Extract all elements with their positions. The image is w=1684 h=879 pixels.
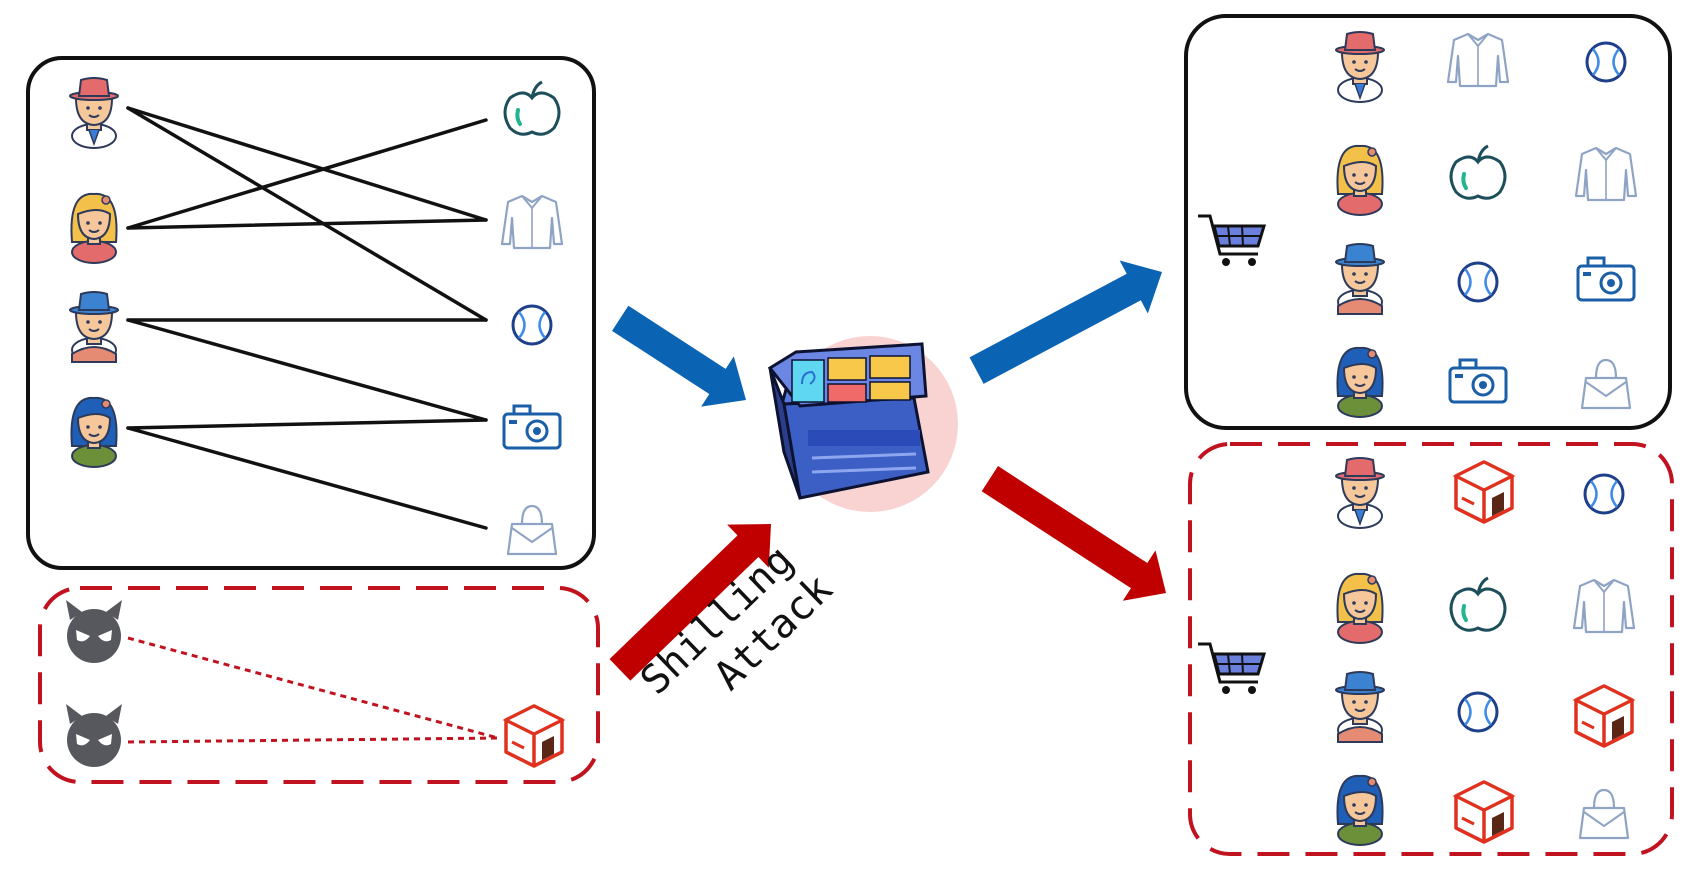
handbag-icon — [1580, 358, 1632, 410]
interaction-edge — [126, 318, 488, 422]
recommender-system-icon — [767, 336, 958, 512]
interaction-edge — [126, 218, 488, 230]
shopping-cart-icon — [1196, 214, 1266, 268]
attacked-recommendation-row — [1336, 672, 1634, 748]
attacked-recommendation-box — [1188, 442, 1674, 856]
devil-icon — [66, 600, 122, 663]
baseball-icon — [1585, 41, 1627, 83]
shirt-icon — [1572, 578, 1636, 634]
user-yellow-hair-icon — [1336, 572, 1384, 644]
baseball-icon — [1457, 261, 1499, 303]
user-yellow-hair-icon — [70, 192, 118, 264]
arrow-normal-recommendation — [969, 260, 1162, 384]
camera-icon — [1448, 358, 1508, 404]
user-red-hat-icon — [70, 78, 118, 148]
user-blue-hair-icon — [1336, 346, 1384, 418]
user-red-hat-icon — [1336, 32, 1384, 102]
user-blue-hat-icon — [70, 292, 118, 362]
interaction-edge — [126, 418, 488, 430]
fake-profile-box — [38, 586, 600, 784]
baseball-icon — [511, 304, 553, 346]
fake-interaction-edge — [127, 736, 499, 744]
normal-recommendation-row — [1336, 346, 1632, 418]
fake-interaction-edges — [127, 636, 499, 744]
handbag-icon — [1578, 788, 1630, 840]
user-item-interaction-box — [26, 56, 596, 570]
apple-icon — [1449, 576, 1507, 633]
handbag-icon — [506, 504, 558, 556]
interaction-edges — [126, 106, 488, 530]
attacked-recommendation-row — [1336, 458, 1625, 528]
interaction-edge — [126, 426, 488, 530]
apple-icon — [503, 80, 561, 137]
normal-recommendation-row — [1336, 244, 1636, 314]
red-box-icon — [1574, 684, 1634, 748]
baseball-icon — [1583, 473, 1625, 515]
attacked-recommendation-row — [1336, 572, 1636, 644]
normal-recommendation-row — [1336, 32, 1627, 102]
red-box-icon — [504, 704, 564, 768]
baseball-icon — [1457, 691, 1499, 733]
camera-icon — [1576, 256, 1636, 302]
interaction-edge — [126, 106, 488, 222]
shopping-cart-icon — [1196, 642, 1266, 696]
camera-icon — [502, 404, 562, 450]
user-yellow-hair-icon — [1336, 144, 1384, 216]
arrow-attacked-recommendation — [981, 466, 1166, 601]
red-box-icon — [1454, 780, 1514, 844]
normal-recommendation-row — [1336, 144, 1638, 216]
fake-interaction-edge — [127, 636, 499, 740]
arrow-shilling-attack — [609, 524, 771, 681]
shirt-icon — [500, 194, 564, 250]
arrow-normal-data-to-recommender — [612, 305, 746, 407]
user-blue-hat-icon — [1336, 672, 1384, 742]
shirt-icon — [1574, 146, 1638, 202]
user-red-hat-icon — [1336, 458, 1384, 528]
user-blue-hair-icon — [1336, 774, 1384, 846]
user-blue-hair-icon — [70, 396, 118, 468]
devil-icon — [66, 704, 122, 767]
normal-recommendation-box — [1184, 14, 1672, 430]
attacked-recommendation-row — [1336, 774, 1630, 846]
interaction-edge — [126, 106, 488, 322]
red-box-icon — [1454, 460, 1514, 524]
user-blue-hat-icon — [1336, 244, 1384, 314]
interaction-edge — [126, 118, 488, 230]
apple-icon — [1449, 144, 1507, 201]
shirt-icon — [1446, 32, 1510, 88]
